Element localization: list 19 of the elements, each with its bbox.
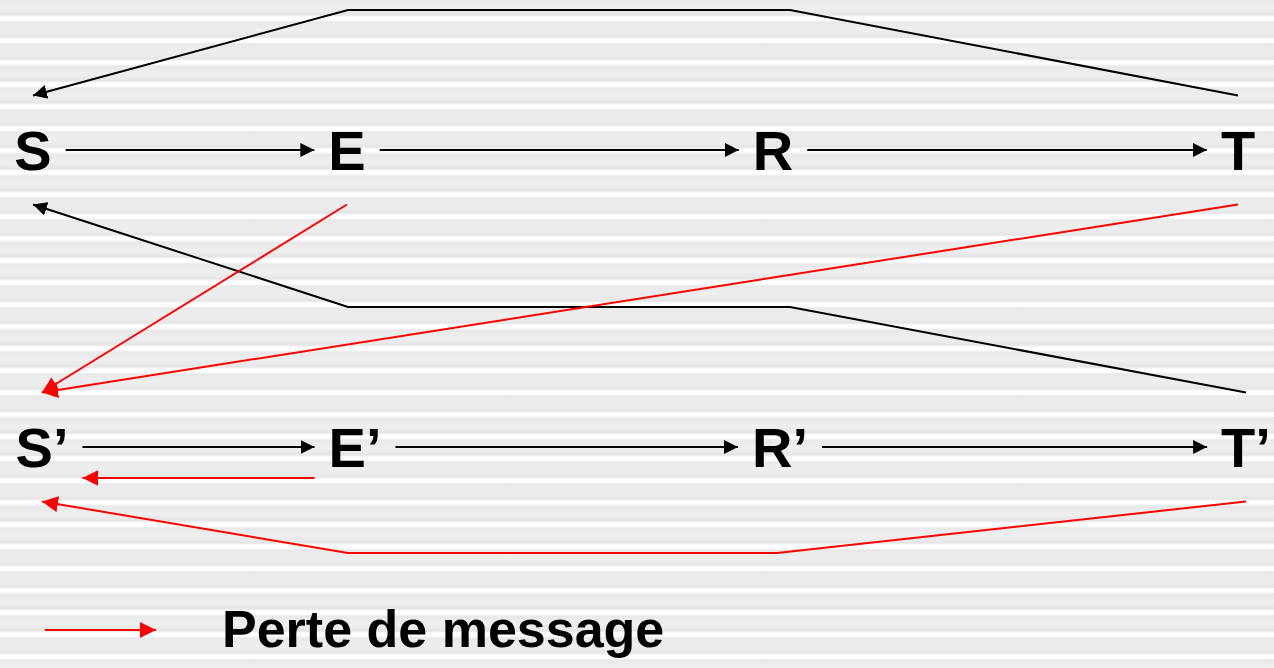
state-label: E: [328, 118, 366, 182]
arrow: [32, 9, 1239, 99]
arrow: [378, 143, 740, 157]
legend-label: Perte de message: [222, 599, 665, 659]
arrow: [821, 440, 1209, 454]
arrow: [81, 470, 316, 486]
state-label: T’: [1221, 415, 1271, 479]
state-label: S: [14, 118, 52, 182]
arrow: [41, 496, 1247, 554]
arrow: [64, 143, 316, 157]
arrow: [81, 440, 316, 454]
arrow: [41, 203, 348, 394]
state-label: R’: [752, 415, 808, 479]
state-label: T: [1220, 118, 1256, 182]
arrow: [394, 440, 739, 454]
state-label: E’: [328, 415, 382, 479]
state-label: S’: [15, 415, 69, 479]
state-label: R: [752, 118, 794, 182]
arrow: [806, 143, 1208, 157]
